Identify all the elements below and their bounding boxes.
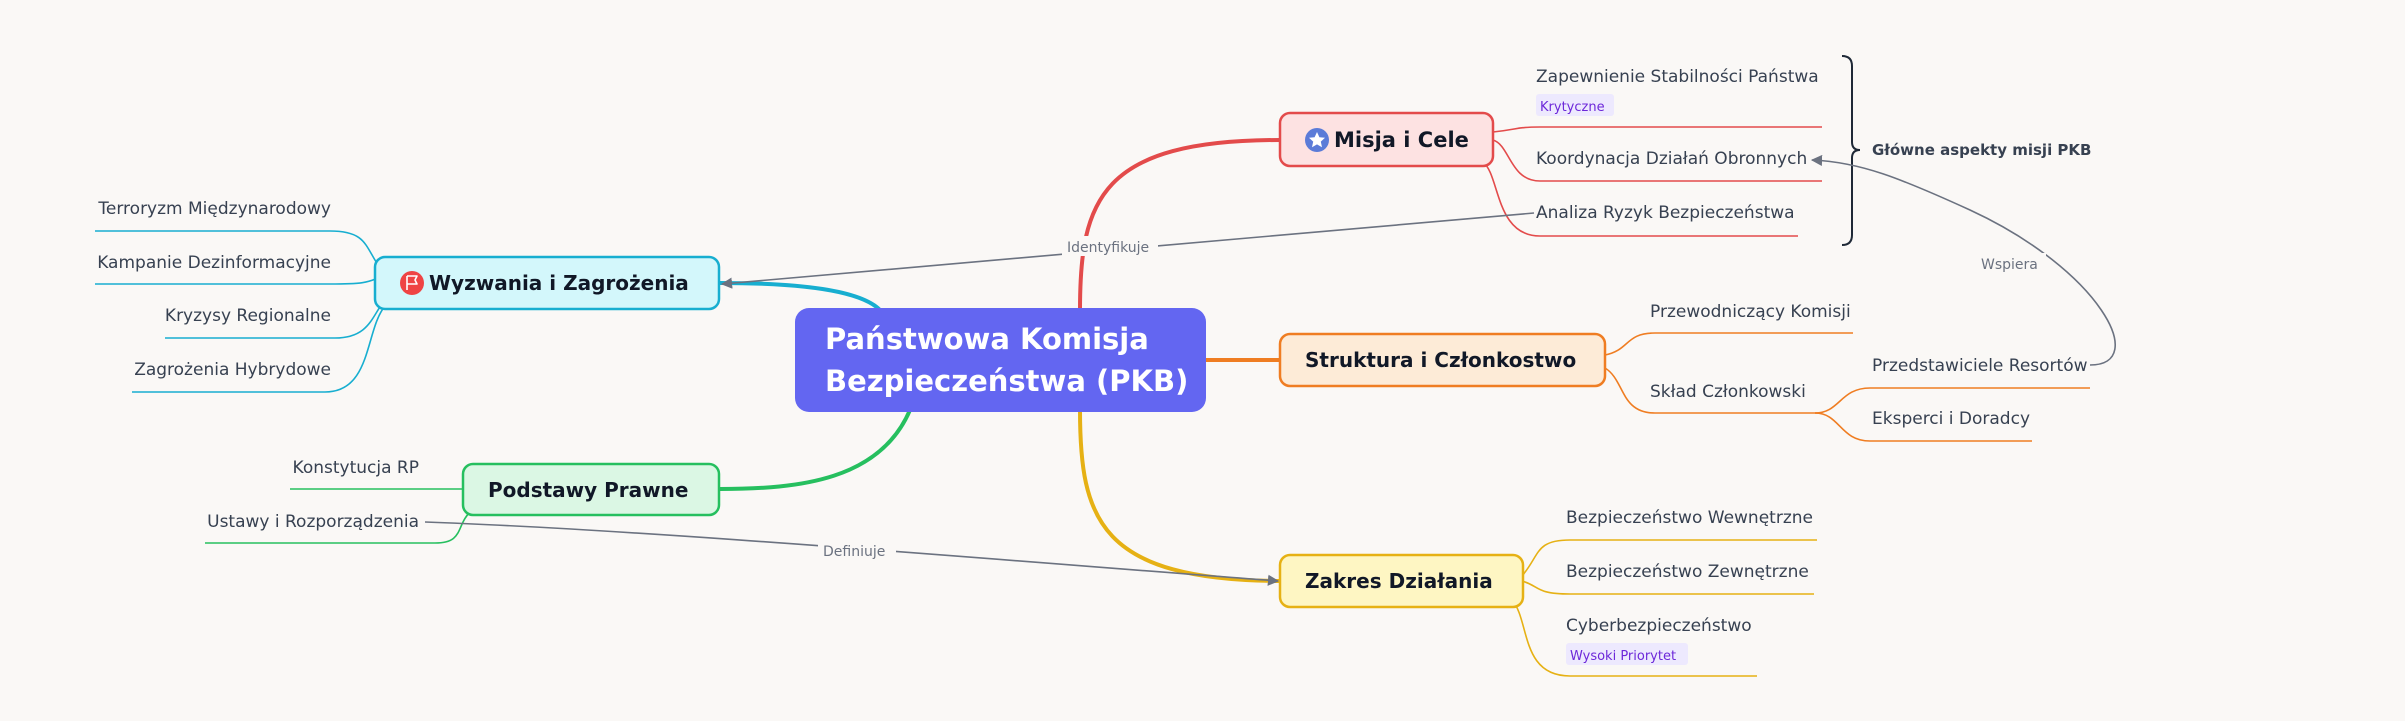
root-title-line2: Bezpieczeństwa (PKB)	[825, 364, 1188, 398]
mission-children	[1482, 126, 1822, 237]
scope-item-external: Bezpieczeństwo Zewnętrzne	[1566, 562, 1809, 582]
connector-legal	[718, 408, 912, 491]
structure-children	[1604, 332, 2090, 442]
branch-label-structure: Struktura i Członkostwo	[1305, 348, 1576, 372]
mission-item-risk-analysis: Analiza Ryzyk Bezpieczeństwa	[1536, 203, 1795, 223]
relation-supports-line	[1810, 154, 2116, 366]
structure-subitem-ministry-reps: Przedstawiciele Resortów	[1872, 356, 2088, 376]
scope-item-cyber: Cyberbezpieczeństwo	[1566, 616, 1752, 636]
branch-node-scope[interactable]: Zakres Działania	[1278, 553, 1525, 609]
threats-item-regional-crises: Kryzysy Regionalne	[165, 306, 331, 326]
branch-label-mission: Misja i Cele	[1334, 128, 1469, 152]
mission-summary-bracket	[1841, 55, 1861, 246]
branch-node-threats[interactable]: Wyzwania i Zagrożenia	[373, 255, 721, 311]
relation-labels: Identyfikuje Wspiera Definiuje	[818, 236, 2046, 560]
legal-children	[205, 488, 473, 544]
relation-identifies-label: Identyfikuje	[1067, 240, 1149, 256]
legal-item-constitution: Konstytucja RP	[293, 458, 419, 478]
root-connectors	[718, 138, 1282, 583]
high-priority-tag-bg	[1566, 643, 1688, 665]
branch-node-mission[interactable]: Misja i Cele	[1278, 111, 1495, 168]
threats-items: Terroryzm Międzynarodowy Kampanie Dezinf…	[97, 199, 331, 380]
high-priority-tag: Wysoki Priorytet	[1570, 649, 1676, 664]
mission-items: Zapewnienie Stabilności Państwa Krytyczn…	[1536, 67, 1819, 223]
relation-lines	[424, 154, 2116, 586]
legal-item-acts: Ustawy i Rozporządzenia	[207, 512, 419, 532]
relation-defines-label: Definiuje	[823, 544, 885, 560]
branch-label-threats: Wyzwania i Zagrożenia	[429, 271, 689, 295]
structure-item-members: Skład Członkowski	[1650, 382, 1806, 402]
threats-item-terrorism: Terroryzm Międzynarodowy	[97, 199, 331, 219]
critical-tag: Krytyczne	[1540, 100, 1605, 115]
relation-supports-label: Wspiera	[1981, 257, 2038, 273]
connector-scope	[1078, 408, 1282, 583]
mission-item-stability: Zapewnienie Stabilności Państwa	[1536, 67, 1819, 87]
branch-label-legal: Podstawy Prawne	[488, 478, 688, 502]
flag-badge-icon	[400, 271, 424, 295]
critical-tag-bg	[1536, 94, 1614, 116]
legal-items: Konstytucja RP Ustawy i Rozporządzenia	[207, 458, 419, 532]
scope-item-internal: Bezpieczeństwo Wewnętrzne	[1566, 508, 1813, 528]
threats-item-hybrid: Zagrożenia Hybrydowe	[134, 360, 331, 380]
connector-threats	[718, 281, 882, 312]
mission-item-coordination: Koordynacja Działań Obronnych	[1536, 149, 1807, 169]
threats-item-disinformation: Kampanie Dezinformacyjne	[97, 253, 331, 273]
branch-label-scope: Zakres Działania	[1305, 569, 1493, 593]
root-node[interactable]: Państwowa Komisja Bezpieczeństwa (PKB)	[795, 308, 1206, 412]
star-badge-icon	[1305, 128, 1329, 152]
structure-subitem-experts: Eksperci i Doradcy	[1872, 409, 2030, 429]
mission-summary-label: Główne aspekty misji PKB	[1872, 141, 2091, 159]
scope-children	[1511, 539, 1817, 677]
root-title-line1: Państwowa Komisja	[825, 322, 1149, 356]
branch-node-structure[interactable]: Struktura i Członkostwo	[1278, 332, 1607, 388]
structure-items: Przewodniczący Komisji Skład Członkowski…	[1650, 302, 2088, 429]
scope-items: Bezpieczeństwo Wewnętrzne Bezpieczeństwo…	[1566, 508, 1813, 665]
connector-mission	[1078, 138, 1282, 312]
branch-node-legal[interactable]: Podstawy Prawne	[461, 462, 721, 517]
structure-item-chairman: Przewodniczący Komisji	[1650, 302, 1851, 322]
